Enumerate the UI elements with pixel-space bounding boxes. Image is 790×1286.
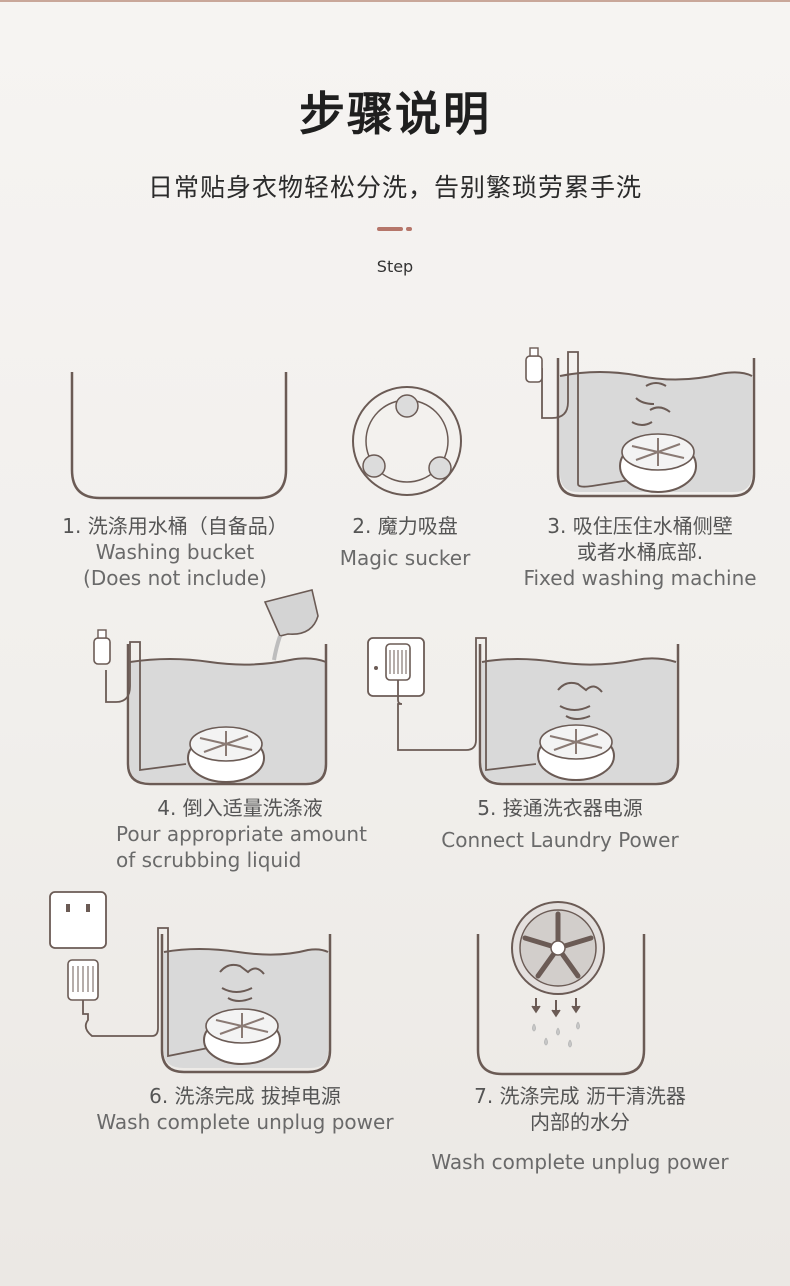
step-7-english: Wash complete unplug power — [431, 1150, 729, 1174]
step-5-title: 5. 接通洗衣器电源 — [477, 796, 643, 820]
step-1-caption: 1. 洗涤用水桶（自备品） Washing bucket (Does not i… — [40, 513, 310, 591]
pour-detergent-icon — [93, 589, 328, 786]
step-7-caption: 7. 洗涤完成 沥干清洗器 内部的水分 Wash complete unplug… — [420, 1083, 740, 1175]
step-6-caption: 6. 洗涤完成 拔掉电源 Wash complete unplug power — [80, 1083, 410, 1135]
page-subtitle: 日常贴身衣物轻松分洗，告别繁琐劳累手洗 — [147, 173, 642, 202]
step-1-english-note: (Does not include) — [83, 566, 267, 590]
power-connected-icon — [367, 637, 680, 786]
unplug-icon — [49, 891, 332, 1074]
empty-bucket-icon — [70, 372, 288, 500]
step-5-english: Connect Laundry Power — [441, 828, 679, 852]
step-6-title: 6. 洗涤完成 拔掉电源 — [149, 1084, 341, 1108]
top-border-line — [0, 0, 790, 2]
step-7-title: 7. 洗涤完成 沥干清洗器 — [474, 1084, 686, 1108]
suction-cup-icon — [352, 386, 462, 496]
step-3-caption: 3. 吸住压住水桶侧壁 或者水桶底部. Fixed washing machin… — [505, 513, 775, 591]
step-4-title: 4. 倒入适量洗涤液 — [157, 796, 323, 820]
step-2-english: Magic sucker — [339, 546, 471, 570]
step-7-title-line2: 内部的水分 — [530, 1110, 630, 1134]
step-3-english: Fixed washing machine — [523, 566, 757, 590]
washer-in-bucket-icon — [525, 347, 756, 498]
step-6-english: Wash complete unplug power — [96, 1110, 394, 1134]
drain-washer-icon — [476, 901, 646, 1076]
accent-dot — [406, 227, 412, 231]
step-3-title-line2: 或者水桶底部. — [576, 540, 704, 564]
step-4-english: Pour appropriate amount — [116, 822, 367, 846]
step-2-title: 2. 魔力吸盘 — [352, 514, 458, 538]
step-3-title: 3. 吸住压住水桶侧壁 — [547, 514, 733, 538]
step-4-english-line2: of scrubbing liquid — [116, 848, 302, 872]
section-label: Step — [376, 257, 414, 276]
step-5-caption: 5. 接通洗衣器电源 Connect Laundry Power — [420, 795, 700, 853]
step-4-caption: 4. 倒入适量洗涤液 Pour appropriate amount of sc… — [100, 795, 380, 873]
step-2-caption: 2. 魔力吸盘 Magic sucker — [320, 513, 490, 571]
accent-dash — [377, 227, 403, 231]
step-1-english: Washing bucket — [95, 540, 255, 564]
step-1-title: 1. 洗涤用水桶（自备品） — [62, 514, 288, 538]
page-title: 步骤说明 — [299, 87, 491, 141]
